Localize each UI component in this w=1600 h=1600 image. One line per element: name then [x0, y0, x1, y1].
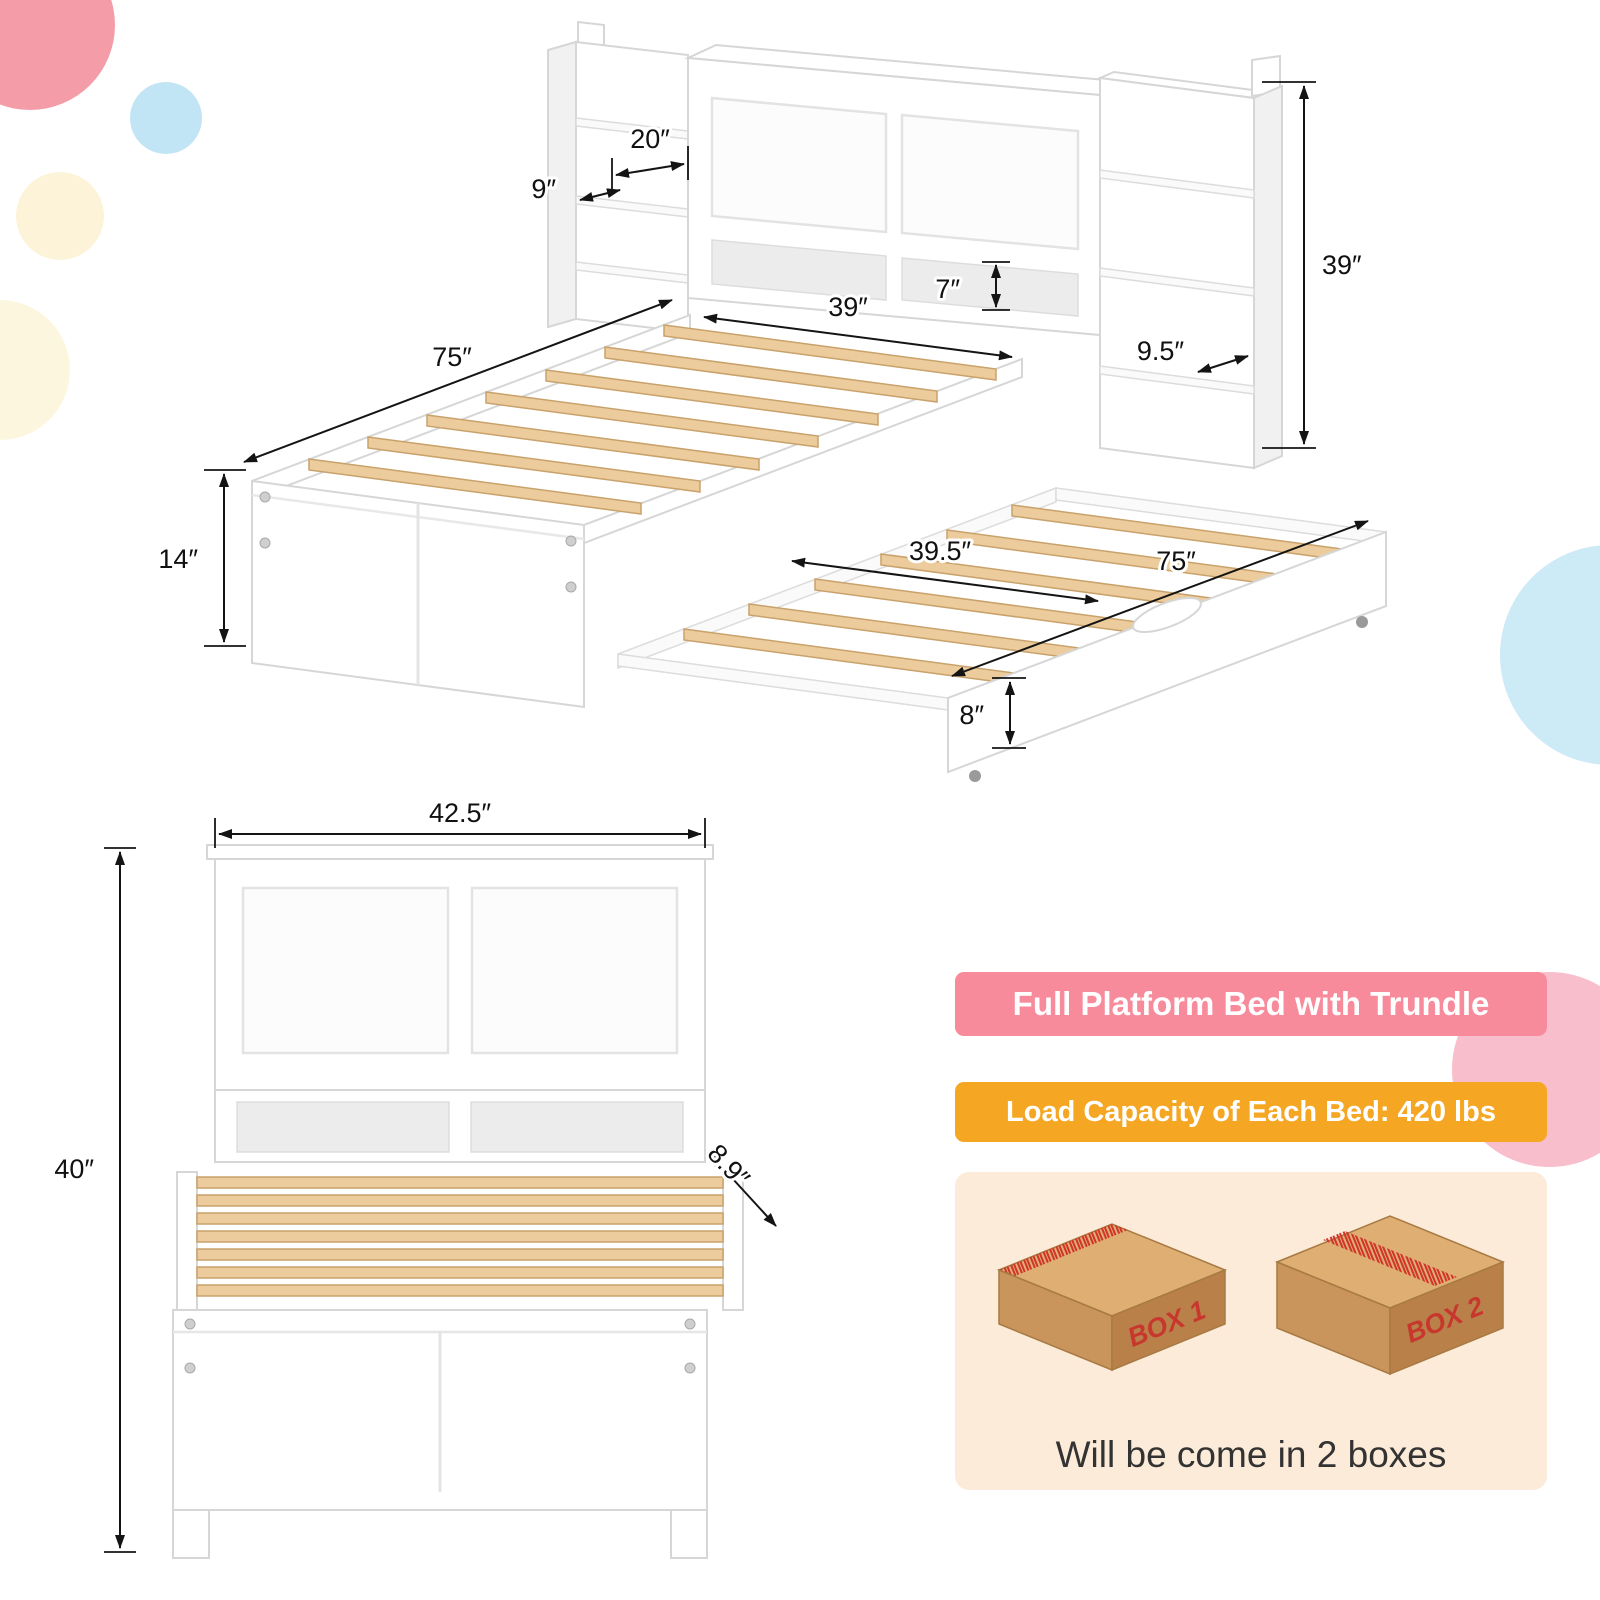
- dim-shelf-depth: 9″: [531, 174, 556, 204]
- dim-shelf-width: 20″: [630, 124, 670, 154]
- front-bed: [172, 844, 744, 1559]
- right-shelf-side: [1253, 84, 1283, 470]
- decor-circle-cream: [16, 172, 104, 260]
- dim-trundle-length: 75″: [1156, 546, 1196, 576]
- dim-trundle-height: 8″: [959, 700, 984, 730]
- headboard-cubby: [901, 257, 1079, 317]
- capacity-banner-text: Load Capacity of Each Bed: 420 lbs: [1006, 1095, 1496, 1128]
- bolt: [184, 1318, 196, 1330]
- shipping-note: Will be come in 2 boxes: [1055, 1434, 1447, 1475]
- bolt: [565, 581, 577, 593]
- headboard-cubby: [711, 239, 887, 301]
- dim-headboard-height: 39″: [1322, 250, 1362, 280]
- bolt: [565, 535, 577, 547]
- dim-bed-length: 75″: [432, 342, 472, 372]
- box1-illustration: BOX 1: [997, 1223, 1227, 1372]
- cubby-opening: [470, 1101, 684, 1153]
- dim-right-shelf-depth: 9.5″: [1137, 336, 1185, 366]
- dim-front-width: 42.5″: [429, 800, 492, 828]
- tape-stripe: [999, 1224, 1128, 1276]
- tape-stripe: [1323, 1231, 1457, 1286]
- left-shelf-front: [575, 40, 689, 334]
- bolt: [684, 1318, 696, 1330]
- trundle-bed: [617, 486, 1387, 782]
- dim-bed-width: 39″: [828, 292, 868, 322]
- box2-illustration: BOX 2: [1275, 1215, 1505, 1376]
- iso-bed-diagram: 20″ 9″ 39″ 7″ 39″ 75″ 9.5″: [155, 20, 1387, 782]
- title-banner: Full Platform Bed with Trundle: [955, 972, 1547, 1036]
- side-rail-right: [722, 1171, 744, 1311]
- dim-frame-height: 14″: [158, 544, 198, 574]
- headboard-cap: [206, 844, 714, 860]
- bolt: [184, 1362, 196, 1374]
- leg: [670, 1509, 708, 1559]
- trundle-caster: [969, 770, 981, 782]
- shipping-panel: BOX 1 BOX 2 Will be come in 2 boxes: [955, 1172, 1547, 1490]
- decor-circle-blue-small: [130, 82, 202, 154]
- boxes-row: BOX 1 BOX 2: [987, 1192, 1515, 1382]
- leg: [172, 1509, 210, 1559]
- front-slats: [196, 1176, 724, 1297]
- dim-front-height: 40″: [54, 1154, 94, 1184]
- bolt: [684, 1362, 696, 1374]
- title-banner-text: Full Platform Bed with Trundle: [1012, 985, 1490, 1022]
- bolt: [259, 537, 271, 549]
- iso-dimensions: 20″ 9″ 39″ 7″ 39″ 75″ 9.5″: [155, 81, 1369, 749]
- capacity-banner: Load Capacity of Each Bed: 420 lbs: [955, 1082, 1547, 1142]
- side-rail-left: [176, 1171, 198, 1311]
- front-bed-diagram: 42.5″ 40″ 8.9″: [51, 800, 777, 1559]
- bolt: [259, 491, 271, 503]
- dim-cubby-height: 7″: [935, 274, 960, 304]
- dim-trundle-width: 39.5″: [909, 536, 972, 566]
- cubby-opening: [236, 1101, 450, 1153]
- trundle-caster: [1356, 616, 1368, 628]
